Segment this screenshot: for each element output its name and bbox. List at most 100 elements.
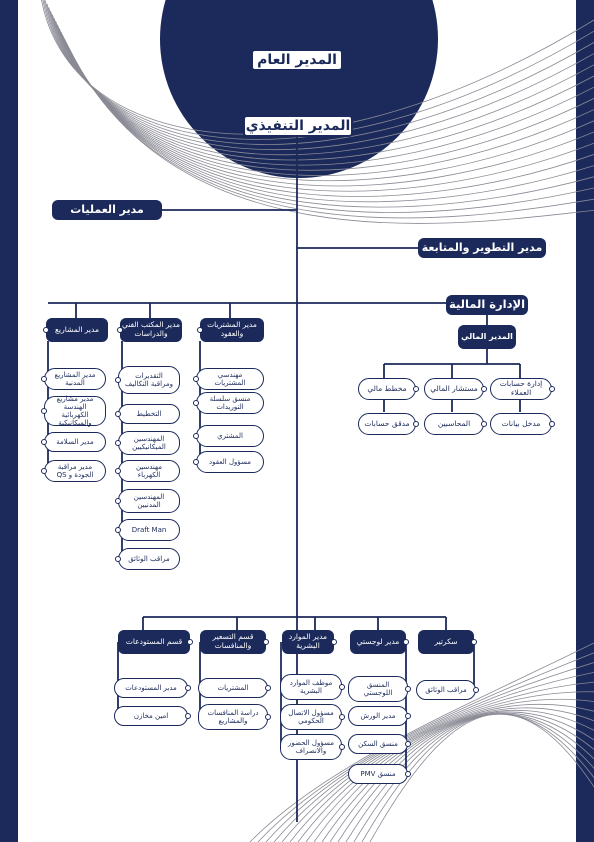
connector-dot — [339, 684, 345, 690]
lower-dept-header-label: قسم المستودعات — [125, 636, 183, 646]
connector-dot — [115, 377, 121, 383]
lower-dept-header: قسم التسعير والمنافسات — [200, 630, 266, 654]
lower-dept-item: امين مخازن — [114, 706, 188, 726]
upper-dept-item: Draft Man — [118, 519, 180, 541]
finance-manager-label: المدير المالي — [461, 332, 513, 342]
lower-dept-item: المشتريات — [198, 678, 268, 698]
lower-dept-item-label: مدير المستودعات — [125, 683, 177, 692]
connector-dot — [473, 687, 479, 693]
upper-dept-item-label: المهندسين الميكانيكيين — [132, 434, 166, 451]
lower-dept-header-label: سكرتير — [434, 636, 458, 646]
lower-dept-item-label: منسق PMV — [360, 769, 396, 778]
connector-dot — [405, 741, 411, 747]
connector-dot — [265, 714, 271, 720]
upper-dept-item: التقديرات ومراقبة التكاليف — [118, 366, 180, 394]
connector-dot — [413, 386, 419, 392]
upper-dept-header-label: مدير المكتب الفني والدراسات — [121, 320, 181, 338]
upper-dept-item: مراقب الوثائق — [118, 548, 180, 570]
connector-dot — [115, 411, 121, 417]
connector-dot — [115, 468, 121, 474]
ops-manager-label: مدير العمليات — [70, 202, 144, 216]
finance-admin-box: الإدارة المالية — [446, 295, 528, 315]
lower-dept-header-label: مدير لوجستي — [356, 636, 400, 646]
connector-dot — [481, 421, 487, 427]
upper-dept-item-label: مهندسين الكهرباء — [135, 462, 163, 479]
connector-dot — [185, 685, 191, 691]
connector-dot — [481, 386, 487, 392]
upper-dept-item: مدير المشاريع المدنية — [44, 368, 106, 390]
upper-dept-item-label: مدير مشاريع الهندسة الكهربائية والميكاني… — [56, 394, 94, 428]
connector-dot — [193, 459, 199, 465]
upper-dept-item: مهندسي المشتريات — [196, 368, 264, 390]
connector-dot — [403, 639, 409, 645]
lower-dept-item: دراسة المنافسات والمشاريع — [198, 704, 268, 730]
upper-dept-item: مدير مشاريع الهندسة الكهربائية والميكاني… — [44, 394, 106, 428]
lower-dept-item-label: منسق السكن — [358, 739, 398, 748]
upper-dept-item: مهندسين الكهرباء — [118, 460, 180, 482]
connector-dot — [187, 639, 193, 645]
upper-dept-item: مسؤول العقود — [196, 451, 264, 473]
lower-dept-item-label: امين مخازن — [133, 711, 169, 720]
connector-dot — [41, 408, 47, 414]
connector-dot — [339, 714, 345, 720]
upper-dept-item: المهندسين الميكانيكيين — [118, 431, 180, 455]
lower-dept-item: منسق PMV — [348, 764, 408, 784]
upper-dept-header: مدير المكتب الفني والدراسات — [120, 318, 182, 342]
connector-dot — [405, 713, 411, 719]
lower-dept-header: مدير الموارد البشرية — [282, 630, 334, 654]
lower-dept-header: قسم المستودعات — [118, 630, 190, 654]
lower-dept-header-label: قسم التسعير والمنافسات — [212, 632, 254, 650]
finance-item-accountants: المحاسبين — [424, 413, 484, 435]
lower-dept-item: موظف الموارد البشرية — [280, 674, 342, 700]
connector-dot — [331, 639, 337, 645]
connector-dot — [115, 440, 121, 446]
lower-dept-header: سكرتير — [418, 630, 474, 654]
upper-dept-item-label: Draft Man — [131, 525, 167, 534]
finance-item-data-entry: مدخل بيانات — [490, 413, 552, 435]
ops-manager-box: مدير العمليات — [52, 200, 162, 220]
connector-dot — [41, 439, 47, 445]
dev-manager-box: مدير التطوير والمتابعة — [418, 238, 546, 258]
upper-dept-item: المشتري — [196, 425, 264, 447]
ceo-label: المدير التنفيذي — [245, 117, 351, 134]
connector-dot — [339, 744, 345, 750]
lower-dept-item-label: دراسة المنافسات والمشاريع — [207, 708, 259, 725]
connector-dot — [405, 771, 411, 777]
connector-dot — [193, 433, 199, 439]
upper-dept-item-label: مهندسي المشتريات — [214, 370, 246, 387]
finance-admin-label: الإدارة المالية — [448, 297, 526, 312]
connector-dot — [263, 639, 269, 645]
ceo-box: المدير التنفيذي — [243, 115, 353, 137]
upper-dept-item-label: مراقب الوثائق — [128, 554, 170, 563]
lower-dept-item: مسؤول الاتصال الحكومي — [280, 704, 342, 730]
upper-dept-item-label: المشتري — [217, 431, 243, 440]
upper-dept-header: مدير المشاريع — [46, 318, 108, 342]
connector-dot — [115, 556, 121, 562]
finance-item-label: مدخل بيانات — [501, 418, 541, 428]
general-manager-box: المدير العام — [251, 49, 343, 71]
lower-dept-item: مدير المستودعات — [114, 678, 188, 698]
upper-dept-item: مدير السلامة — [44, 432, 106, 452]
upper-dept-item: منسق سلسلة التوريدات — [196, 392, 264, 414]
connector-dot — [193, 376, 199, 382]
connector-dot — [43, 327, 49, 333]
upper-dept-item-label: التقديرات ومراقبة التكاليف — [124, 371, 174, 388]
connector-dot — [197, 327, 203, 333]
upper-dept-item: التخطيط — [118, 404, 180, 424]
finance-item-label: إدارة حسابات العملاء — [499, 379, 543, 397]
connector-dot — [185, 713, 191, 719]
connector-dot — [413, 421, 419, 427]
lower-dept-item: مسؤول الحضور والانصراف — [280, 734, 342, 760]
upper-dept-item: مدير مراقبة الجودة و QS — [44, 460, 106, 482]
upper-dept-item-label: المهندسين المدنيين — [133, 492, 165, 509]
connector-dot — [471, 639, 477, 645]
lower-dept-item-label: مسؤول الحضور والانصراف — [288, 738, 334, 755]
upper-dept-header: مدير المشتريات والعقود — [200, 318, 264, 342]
lower-dept-item-label: مراقب الوثائق — [425, 685, 467, 694]
left-border-band — [0, 0, 18, 842]
lower-dept-header-label: مدير الموارد البشرية — [288, 632, 328, 650]
finance-item-label: مخطط مالي — [367, 383, 407, 393]
upper-dept-item: المهندسين المدنيين — [118, 489, 180, 513]
lower-dept-item-label: المنسق اللوجستي — [363, 680, 393, 697]
